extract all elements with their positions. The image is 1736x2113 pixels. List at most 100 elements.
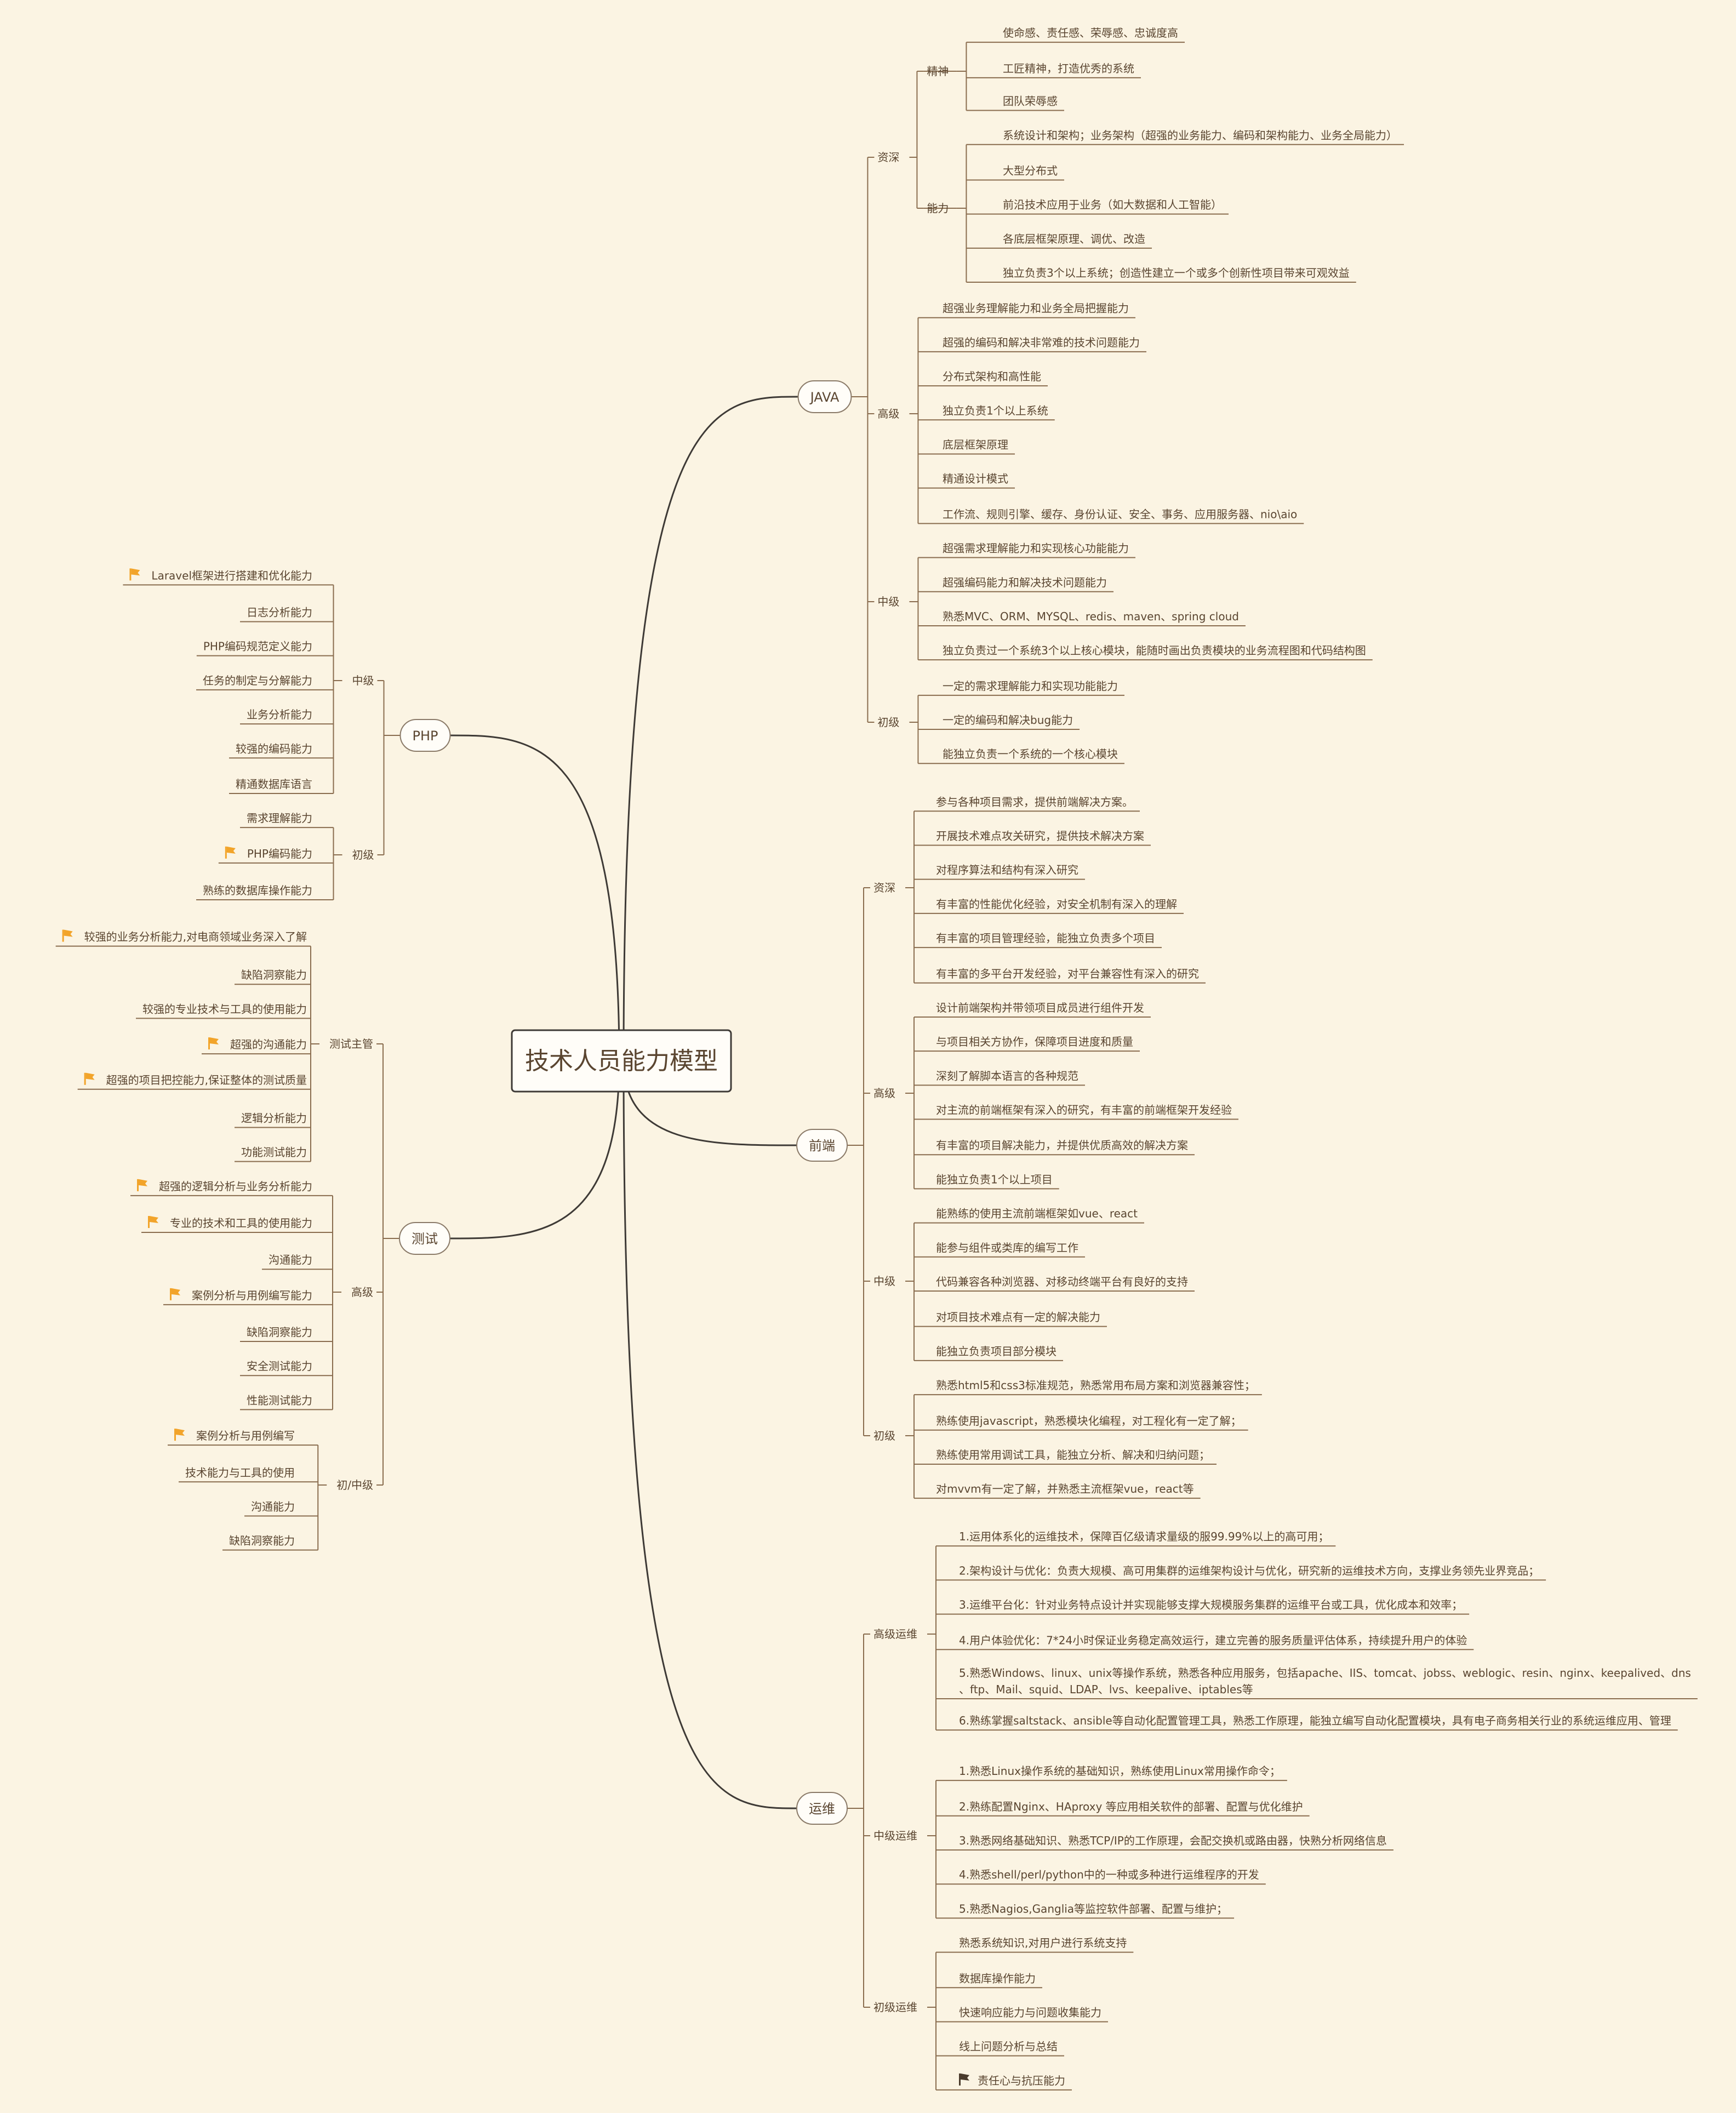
group-label: 高级 xyxy=(877,407,899,420)
flag-pole xyxy=(225,846,227,859)
item-label: 4.熟悉shell/perl/python中的一种或多种进行运维程序的开发 xyxy=(959,1868,1259,1881)
item-label: 底层框架原理 xyxy=(943,438,1008,451)
item-label: 有丰富的性能优化经验，对安全机制有深入的理解 xyxy=(936,898,1177,911)
group-label: 初级 xyxy=(873,1429,895,1442)
item-label: 熟练使用常用调试工具，能独立分析、解决和归纳问题； xyxy=(936,1448,1210,1461)
item-label: 能熟练的使用主流前端框架如vue、react xyxy=(936,1207,1138,1220)
flag-icon xyxy=(129,568,140,581)
flag-icon xyxy=(148,1216,158,1229)
flag-cloth xyxy=(226,846,236,854)
item-label: 日志分析能力 xyxy=(247,606,312,619)
flag-pole xyxy=(208,1037,210,1050)
branch-node-label: JAVA xyxy=(809,390,840,405)
branch-2: 前端 xyxy=(796,1129,848,1162)
item-label: 1.运用体系化的运维技术，保障百亿级请求量级的服99.99%以上的高可用； xyxy=(959,1530,1329,1543)
group-label: 初/中级 xyxy=(336,1478,373,1492)
item-label: 熟悉html5和css3标准规范，熟悉常用布局方案和浏览器兼容性； xyxy=(936,1379,1255,1392)
flag-icon xyxy=(225,846,236,859)
item-label: 沟通能力 xyxy=(269,1253,312,1266)
item-label: 逻辑分析能力 xyxy=(241,1111,307,1124)
flag-cloth xyxy=(961,2073,969,2081)
item-label: 3.运维平台化：针对业务特点设计并实现能够支撑大规模服务集群的运维平台或工具，优… xyxy=(959,1598,1463,1612)
item-label: 缺陷洞察能力 xyxy=(241,968,307,981)
item-label: 超强的编码和解决非常难的技术问题能力 xyxy=(943,336,1140,349)
item-label: 前沿技术应用于业务（如大数据和人工智能） xyxy=(1003,198,1222,212)
group-label: 中级运维 xyxy=(873,1829,917,1842)
item-label: 功能测试能力 xyxy=(241,1146,307,1159)
branch-node-label: 前端 xyxy=(809,1138,835,1153)
group-label: 初级运维 xyxy=(873,2001,917,2014)
item-label: 需求理解能力 xyxy=(247,812,312,825)
item-label: 案例分析与用例编写 xyxy=(196,1429,295,1442)
item-label: 对程序算法和结构有深入研究 xyxy=(936,864,1078,877)
branch-5: 测试 xyxy=(399,1222,450,1255)
flag-cloth xyxy=(139,1179,147,1186)
item-label: 专业的技术和工具的使用能力 xyxy=(170,1217,312,1230)
item-label: 大型分布式 xyxy=(1003,164,1058,177)
item-label: 快速响应能力与问题收集能力 xyxy=(959,2006,1101,2019)
flag-pole xyxy=(959,2073,961,2086)
flag-pole xyxy=(129,568,132,581)
central-topic: 技术人员能力模型 xyxy=(511,1029,732,1093)
subgroup-label: 能力 xyxy=(927,202,949,215)
item-label: 较强的编码能力 xyxy=(236,742,312,755)
item-label: 较强的专业技术与工具的使用能力 xyxy=(142,1002,307,1015)
group-label: 初级 xyxy=(877,716,899,729)
item-label: 沟通能力 xyxy=(251,1500,295,1513)
connector-lines xyxy=(55,42,1698,2091)
central-topic-box xyxy=(511,1029,732,1093)
item-label: 超强业务理解能力和业务全局把握能力 xyxy=(943,302,1129,315)
item-label: 4.用户体验优化：7*24小时保证业务稳定高效运行，建立完善的服务质量评估体系，… xyxy=(959,1634,1467,1647)
branch-connector xyxy=(623,396,798,1061)
group-label: 中级 xyxy=(352,674,374,687)
group-label: 中级 xyxy=(873,1275,895,1288)
item-label: 团队荣辱感 xyxy=(1003,95,1058,108)
item-label: 系统设计和架构；业务架构（超强的业务能力、编码和架构能力、业务全局能力） xyxy=(1003,129,1397,142)
item-label: 、ftp、Mail、squid、LDAP、lvs、keepalive、iptab… xyxy=(959,1683,1253,1696)
item-label: 性能测试能力 xyxy=(247,1394,312,1407)
branch-3: 运维 xyxy=(796,1792,848,1825)
group-label: 中级 xyxy=(877,595,899,608)
item-label: 对项目技术难点有一定的解决能力 xyxy=(936,1311,1100,1324)
item-label: 使命感、责任感、荣辱感、忠诚度高 xyxy=(1003,26,1178,39)
flag-cloth xyxy=(176,1429,185,1436)
item-label: 熟练的数据库操作能力 xyxy=(203,884,312,897)
item-label: 超强的逻辑分析与业务分析能力 xyxy=(159,1180,312,1193)
item-label: 6.熟练掌握saltstack、ansible等自动化配置管理工具，熟悉工作原理… xyxy=(959,1714,1671,1727)
item-label: 较强的业务分析能力,对电商领域业务深入了解 xyxy=(84,930,307,944)
flag-icon xyxy=(62,929,73,942)
flag-pole xyxy=(62,929,64,942)
central-topic-title: 技术人员能力模型 xyxy=(525,1047,718,1075)
item-label: 工匠精神，打造优秀的系统 xyxy=(1003,62,1134,75)
item-label: 开展技术难点攻关研究，提供技术解决方案 xyxy=(936,829,1144,842)
flag-pole xyxy=(170,1288,172,1300)
flag-cloth xyxy=(64,929,73,937)
item-label: 超强编码能力和解决技术问题能力 xyxy=(943,576,1107,589)
item-label: 有丰富的项目解决能力，并提供优质高效的解决方案 xyxy=(936,1139,1188,1152)
flag-icon xyxy=(84,1072,95,1085)
branch-4: PHP xyxy=(399,719,451,752)
item-label: 超强的项目把控能力,保证整体的测试质量 xyxy=(106,1073,307,1087)
branch-node-label: 运维 xyxy=(809,1801,835,1817)
item-label: 一定的需求理解能力和实现功能能力 xyxy=(943,679,1118,693)
branch-connector xyxy=(623,1060,797,1809)
item-label: 独立负责1个以上系统 xyxy=(943,404,1048,417)
flag-cloth xyxy=(150,1216,158,1224)
item-label: 参与各种项目需求，提供前端解决方案。 xyxy=(936,795,1133,808)
flag-icon xyxy=(959,2073,969,2086)
item-label: 设计前端架构并带领项目成员进行组件开发 xyxy=(936,1001,1144,1014)
item-label: 超强的沟通能力 xyxy=(230,1038,307,1051)
flag-icon xyxy=(170,1288,180,1300)
branch-node-box xyxy=(796,1129,848,1162)
item-label: 能独立负责一个系统的一个核心模块 xyxy=(943,747,1118,761)
item-label: 2.架构设计与优化：负责大规模、高可用集群的运维架构设计与优化，研究新的运维技术… xyxy=(959,1564,1539,1577)
item-label: 代码兼容各种浏览器、对移动终端平台有良好的支持 xyxy=(936,1275,1188,1288)
item-label: 能参与组件或类库的编写工作 xyxy=(936,1241,1078,1254)
item-label: 超强需求理解能力和实现核心功能能力 xyxy=(943,542,1129,555)
item-label: 精通设计模式 xyxy=(943,472,1008,486)
item-label: 有丰富的多平台开发经验，对平台兼容性有深入的研究 xyxy=(936,967,1199,980)
item-label: 3.熟悉网络基础知识、熟悉TCP/IP的工作原理，会配交换机或路由器，快熟分析网… xyxy=(959,1834,1387,1847)
group-label: 高级 xyxy=(351,1286,373,1299)
item-label: 熟悉系统知识,对用户进行系统支持 xyxy=(959,1937,1127,1950)
topic-nodes: 技术人员能力模型JAVA资深精神使命感、责任感、荣辱感、忠诚度高工匠精神，打造优… xyxy=(62,26,1691,2087)
